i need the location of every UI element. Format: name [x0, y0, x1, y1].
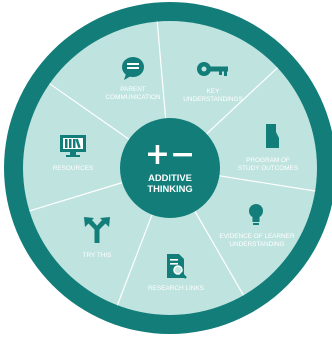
- segment-label: RESEARCH LINKS: [148, 285, 204, 292]
- center-title-line2: THINKING: [147, 183, 192, 194]
- segment-dividers: [29, 21, 316, 306]
- segment-label: TRY THIS: [83, 252, 112, 259]
- alberta-map-icon: [266, 124, 279, 148]
- segment-label: UNDERSTANDINGS: [183, 96, 243, 103]
- segment[interactable]: RESOURCES: [53, 135, 93, 172]
- segment[interactable]: TRY THIS: [83, 217, 112, 259]
- speech-bubble-icon: [122, 57, 144, 80]
- segment-label: KEY: [207, 88, 221, 95]
- segment-label: COMMUNICATION: [106, 94, 161, 101]
- library-icon: [60, 135, 86, 157]
- center-symbol: +−: [145, 137, 195, 172]
- segment-label: PARENT: [120, 86, 146, 93]
- key-icon: [197, 62, 228, 76]
- segment-label: UNDERSTANDING: [229, 241, 284, 248]
- segment-divider: [156, 21, 167, 119]
- segment-label: PROGRAM OF: [246, 157, 290, 164]
- center-hub: [120, 118, 220, 218]
- document-search-icon: [167, 254, 187, 279]
- segment-divider: [29, 182, 123, 212]
- segment-divider: [219, 175, 316, 192]
- segment-divider: [116, 214, 153, 306]
- segment-divider: [206, 67, 278, 135]
- segment-label: EVIDENCE OF LEARNER: [219, 233, 295, 240]
- segment[interactable]: RESEARCH LINKS: [148, 254, 204, 292]
- segment-label: STUDY OUTCOMES: [238, 165, 298, 172]
- split-arrows-icon: [84, 217, 110, 243]
- lightbulb-icon: [249, 204, 263, 225]
- segment-label: RESOURCES: [53, 165, 93, 172]
- segment-divider: [194, 211, 245, 296]
- segment-divider: [49, 83, 130, 140]
- center-title-line1: ADDITIVE: [148, 172, 192, 183]
